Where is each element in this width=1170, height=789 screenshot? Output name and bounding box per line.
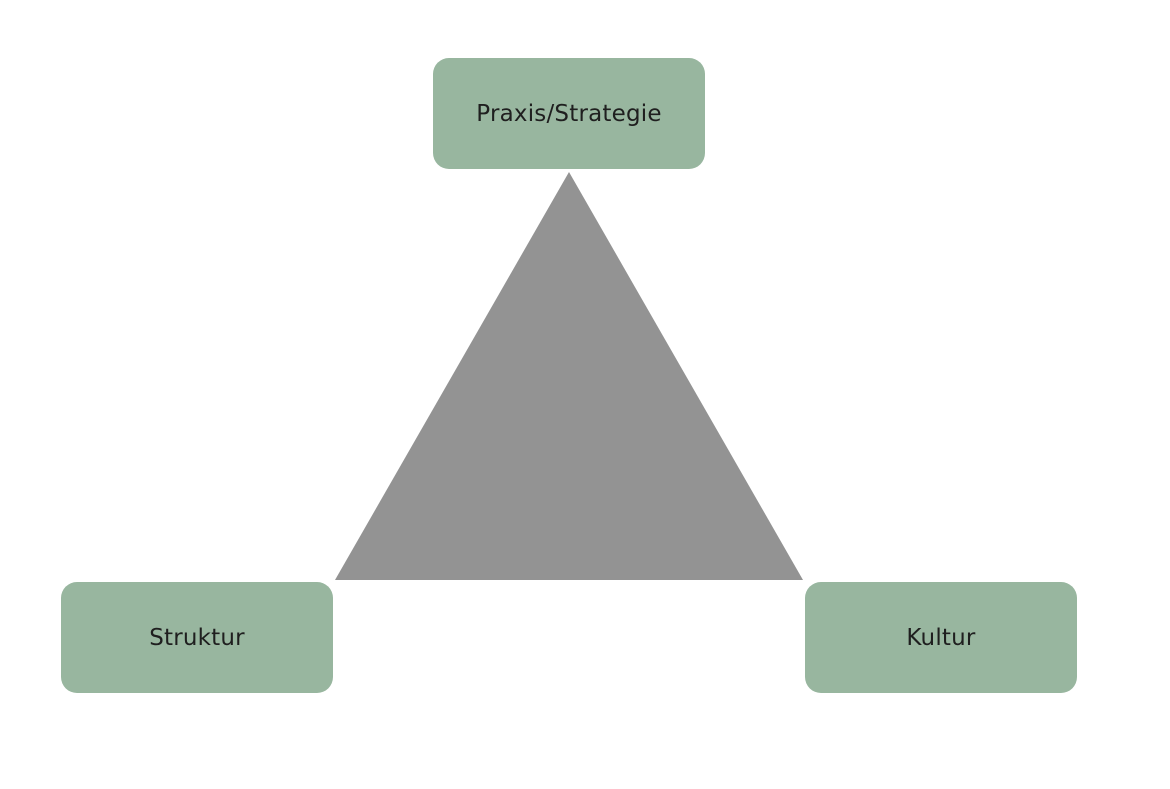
node-kultur: Kultur bbox=[805, 582, 1077, 693]
node-praxis-strategie: Praxis/Strategie bbox=[433, 58, 705, 169]
node-struktur: Struktur bbox=[61, 582, 333, 693]
node-label-struktur: Struktur bbox=[149, 624, 245, 651]
node-label-kultur: Kultur bbox=[906, 624, 976, 651]
node-label-praxis-strategie: Praxis/Strategie bbox=[476, 100, 662, 127]
triangle-shape bbox=[335, 172, 803, 580]
